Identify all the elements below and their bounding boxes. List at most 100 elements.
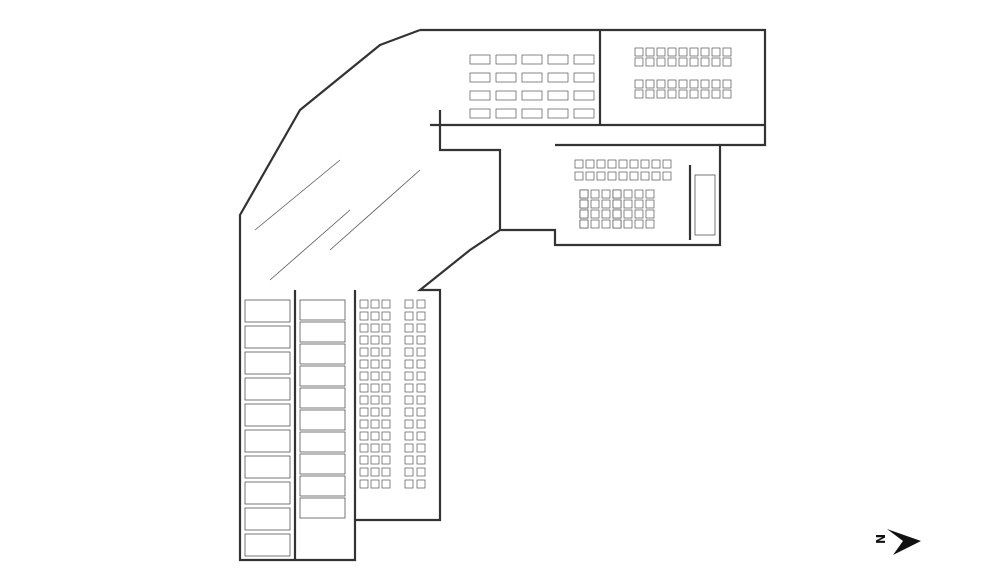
desk (359, 479, 369, 489)
desk (370, 371, 380, 381)
desk (404, 335, 414, 345)
desk (612, 219, 622, 229)
office (299, 343, 346, 365)
desk (404, 299, 414, 309)
office (299, 365, 346, 387)
desk (667, 47, 677, 57)
desk (612, 199, 622, 209)
desk (370, 359, 380, 369)
desk (404, 443, 414, 453)
desk (585, 159, 595, 169)
desk (381, 299, 391, 309)
lab-table (573, 54, 595, 65)
lab-table (547, 108, 569, 119)
desk (370, 419, 380, 429)
desk (623, 219, 633, 229)
desk (590, 199, 600, 209)
desk (662, 171, 672, 181)
office (244, 377, 291, 401)
desk (370, 455, 380, 465)
desk (722, 79, 732, 89)
desk (596, 171, 606, 181)
desk (579, 189, 589, 199)
desk (634, 89, 644, 99)
desk (579, 199, 589, 209)
office (244, 533, 291, 557)
desk (359, 467, 369, 477)
desk (404, 323, 414, 333)
desk (656, 57, 666, 67)
desk (711, 89, 721, 99)
desk (623, 199, 633, 209)
desk (416, 443, 426, 453)
desk (359, 371, 369, 381)
desk (667, 79, 677, 89)
desk (618, 171, 628, 181)
desk (416, 311, 426, 321)
desk (590, 189, 600, 199)
desk (370, 467, 380, 477)
desk (629, 159, 639, 169)
lab-table (469, 54, 491, 65)
desk (645, 89, 655, 99)
desk (601, 219, 611, 229)
desk (645, 219, 655, 229)
office (299, 409, 346, 431)
desk (574, 159, 584, 169)
desk (634, 47, 644, 57)
desk (370, 395, 380, 405)
office (244, 455, 291, 479)
desk (404, 395, 414, 405)
lab-table (547, 90, 569, 101)
desk (667, 57, 677, 67)
desk (359, 395, 369, 405)
office (299, 453, 346, 475)
lab-table (469, 90, 491, 101)
desk (404, 467, 414, 477)
desk (381, 359, 391, 369)
desk (662, 159, 672, 169)
office (244, 403, 291, 427)
desk (381, 443, 391, 453)
lab-table (469, 108, 491, 119)
desk (416, 407, 426, 417)
desk (645, 209, 655, 219)
office (299, 387, 346, 409)
desk (381, 479, 391, 489)
desk (634, 57, 644, 67)
office (244, 507, 291, 531)
desk (359, 299, 369, 309)
lab-table (495, 72, 517, 83)
lab-table (573, 108, 595, 119)
desk (370, 479, 380, 489)
desk (689, 89, 699, 99)
lab-table (469, 72, 491, 83)
desk (700, 79, 710, 89)
desk (700, 57, 710, 67)
desk (359, 383, 369, 393)
desk (359, 419, 369, 429)
desk (689, 47, 699, 57)
desk (381, 371, 391, 381)
desk (574, 171, 584, 181)
desk (381, 431, 391, 441)
desk (359, 335, 369, 345)
lab-table (521, 72, 543, 83)
desk (601, 189, 611, 199)
desk (645, 189, 655, 199)
office (244, 325, 291, 349)
desk (359, 347, 369, 357)
desk (404, 371, 414, 381)
desk (370, 383, 380, 393)
desk (416, 419, 426, 429)
desk (634, 79, 644, 89)
lab-table (547, 54, 569, 65)
desk (640, 171, 650, 181)
desk (607, 159, 617, 169)
office (244, 481, 291, 505)
desk (618, 159, 628, 169)
office (244, 429, 291, 453)
desk (590, 219, 600, 229)
desk (404, 311, 414, 321)
desk (601, 199, 611, 209)
